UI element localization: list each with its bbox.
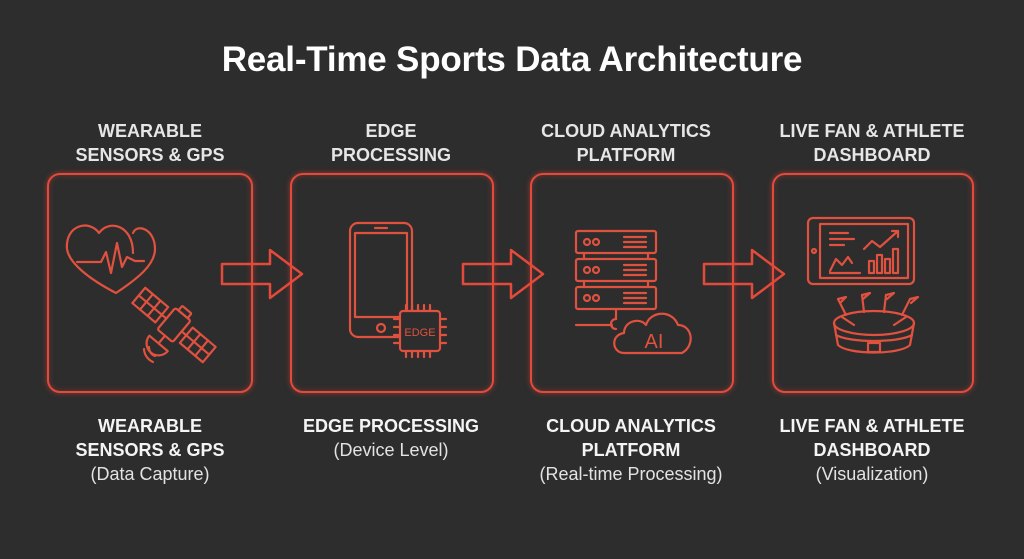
stage-1-caption-line-2: SENSORS & GPS [75, 440, 225, 460]
server-ai-cloud-icon: AI [574, 229, 692, 355]
right-arrow-icon [220, 248, 304, 300]
diagram-title: Real-Time Sports Data Architecture [221, 40, 803, 79]
stage-box-live-dashboard [772, 173, 974, 393]
heart-pulse-satellite-icon [65, 224, 217, 364]
stage-1-top-label: WEARABLE SENSORS & GPS [20, 119, 280, 167]
right-arrow-icon [702, 248, 786, 300]
stage-4-caption: LIVE FAN & ATHLETE DASHBOARD (Visualizat… [742, 414, 1002, 486]
smartphone-icon [348, 221, 414, 339]
edge-chip-icon: EDGE [392, 303, 448, 359]
ai-cloud-label: AI [645, 331, 664, 353]
stage-box-edge-processing: EDGE [290, 173, 494, 393]
satellite-icon [131, 286, 217, 364]
tablet-chart-icon [806, 216, 916, 286]
stage-box-wearable-sensors [47, 173, 253, 393]
stage-2-sub-label: (Device Level) [333, 440, 449, 460]
stage-1-caption-line-1: WEARABLE [98, 416, 202, 436]
stage-3-top-label-line-2: PLATFORM [576, 145, 676, 165]
stage-3-caption-line-2: PLATFORM [581, 440, 681, 460]
tablet-stadium-icon [806, 216, 920, 354]
stage-2-caption-line-1: EDGE PROCESSING [302, 416, 480, 436]
stage-4-caption-line-1: LIVE FAN & ATHLETE [779, 416, 965, 436]
stage-3-top-label-line-1: CLOUD ANALYTICS [541, 121, 711, 141]
ai-cloud-icon: AI [613, 312, 692, 355]
heart-pulse-icon [65, 224, 157, 295]
stage-3-caption-line-1: CLOUD ANALYTICS [546, 416, 716, 436]
smartphone-edge-chip-icon: EDGE [348, 221, 448, 359]
stage-3-sub-label: (Real-time Processing) [539, 464, 723, 484]
stage-2-top-label-line-1: EDGE [365, 121, 417, 141]
stage-4-caption-line-2: DASHBOARD [813, 440, 931, 460]
stage-4-sub-label: (Visualization) [815, 464, 929, 484]
stage-3-caption: CLOUD ANALYTICS PLATFORM (Real-time Proc… [501, 414, 761, 486]
stadium-icon [832, 291, 920, 354]
stage-2-top-label-line-2: PROCESSING [330, 145, 452, 165]
server-rack-icon [574, 229, 658, 331]
stage-3-top-label: CLOUD ANALYTICS PLATFORM [496, 119, 756, 167]
stage-1-caption: WEARABLE SENSORS & GPS (Data Capture) [20, 414, 280, 486]
stage-4-top-label-line-2: DASHBOARD [813, 145, 931, 165]
stage-2-caption: EDGE PROCESSING (Device Level) [261, 414, 521, 462]
stage-4-top-label: LIVE FAN & ATHLETE DASHBOARD [742, 119, 1002, 167]
stage-1-top-label-line-2: SENSORS & GPS [75, 145, 225, 165]
stage-1-sub-label: (Data Capture) [90, 464, 210, 484]
stage-4-top-label-line-1: LIVE FAN & ATHLETE [779, 121, 965, 141]
stage-2-top-label: EDGE PROCESSING [261, 119, 521, 167]
edge-chip-label: EDGE [404, 327, 435, 339]
stage-1-top-label-line-1: WEARABLE [98, 121, 202, 141]
right-arrow-icon [461, 248, 545, 300]
